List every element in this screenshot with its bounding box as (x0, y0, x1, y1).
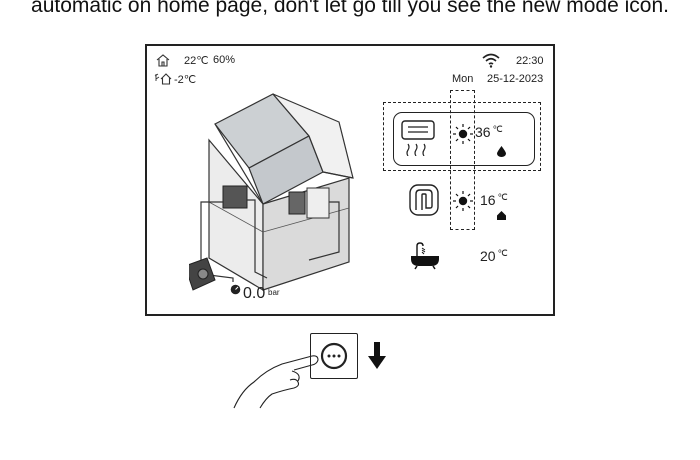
water-drop-icon (497, 146, 506, 157)
instruction-caption: automatic on home page, don't let go til… (31, 0, 669, 17)
indoor-temperature: 22℃ (184, 55, 209, 67)
outdoor-temperature: -2℃ (174, 74, 197, 86)
radiator-icon[interactable] (401, 120, 435, 156)
floor-heating-icon[interactable] (409, 184, 439, 216)
floor-heating-temperature: 16℃ (480, 192, 508, 208)
controller-screen: 22℃ 60% -2℃ 22:30 Mon 25-12-2023 (145, 44, 555, 316)
wifi-icon[interactable] (482, 53, 500, 68)
button-frame (310, 333, 358, 379)
day-of-week: Mon (452, 73, 474, 85)
radiator-temperature: 36℃ (475, 124, 503, 140)
highlight-mode-row (383, 102, 541, 171)
hot-water-temperature: 20℃ (480, 248, 508, 264)
outdoor-home-icon (154, 73, 172, 85)
bathtub-icon[interactable] (409, 242, 441, 270)
highlight-sun-column (450, 90, 475, 230)
clock-time: 22:30 (516, 55, 544, 67)
sun-icon (453, 124, 473, 144)
home-icon (156, 54, 170, 67)
sun-icon (453, 191, 473, 211)
more-options-icon[interactable] (320, 342, 348, 370)
pressure-unit: bar (268, 288, 280, 297)
pressure-value: 0.0 (243, 285, 266, 302)
home-indicator-icon (497, 211, 506, 220)
arrow-down-icon (368, 342, 386, 369)
indoor-humidity: 60% (213, 54, 236, 66)
radiator-zone-card[interactable] (393, 112, 535, 166)
pressure-icon (230, 284, 241, 295)
pointing-hand-illustration (233, 355, 319, 409)
current-date: 25-12-2023 (487, 73, 544, 85)
house-system-illustration (189, 93, 354, 292)
